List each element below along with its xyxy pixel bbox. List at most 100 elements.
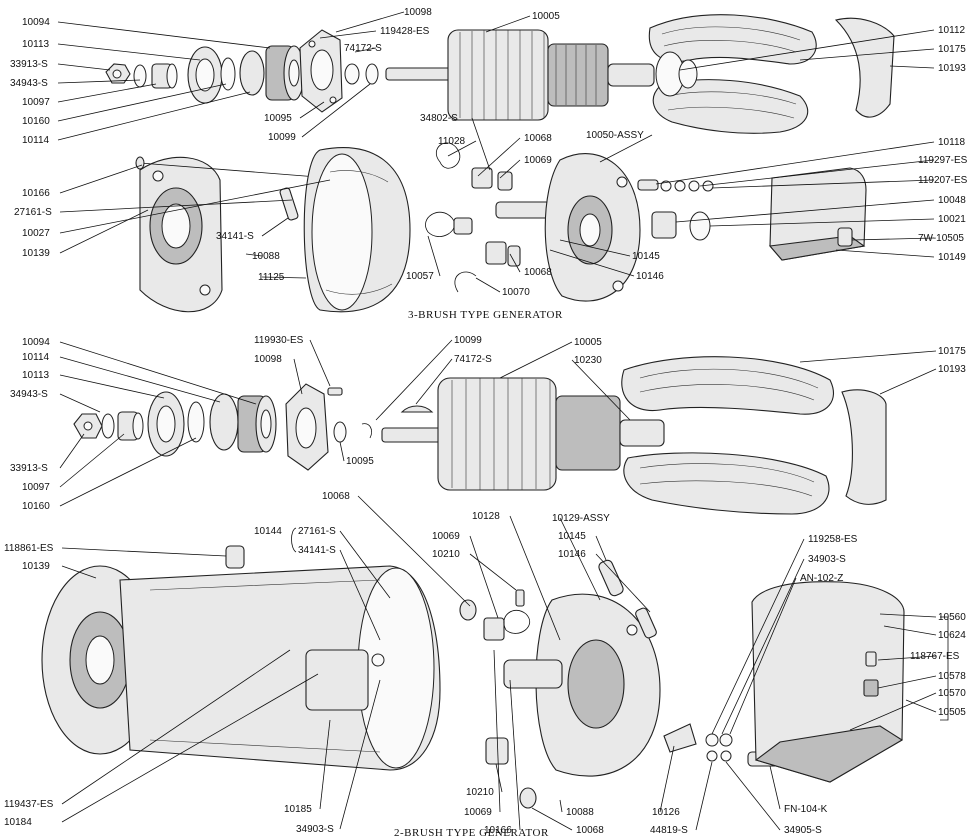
part-label: 7W-10505 (918, 233, 964, 244)
part-label: 10175 (938, 346, 966, 357)
top-cutout-relay (768, 167, 867, 261)
part-label: 10068 (524, 133, 552, 144)
three-brush-drawing (105, 14, 895, 313)
part-label: 10069 (464, 807, 492, 818)
part-label: 10048 (938, 195, 966, 206)
part-label: 10126 (652, 807, 680, 818)
part-label: 10068 (576, 825, 604, 836)
part-label: 11125 (258, 272, 285, 283)
part-label: 27161-S (298, 526, 336, 537)
top-hex-nut (105, 63, 131, 84)
part-label: 119297-ES (918, 155, 968, 166)
part-label: 10027 (22, 228, 50, 239)
part-label: 10069 (524, 155, 552, 166)
part-label: 10129-ASSY (552, 513, 610, 524)
part-label: 33913-S (10, 59, 48, 70)
bottom-bearing-retainer (285, 383, 329, 471)
part-label: 10069 (432, 531, 460, 542)
top-commutator-end-plate (139, 156, 223, 313)
part-label: 10098 (404, 7, 432, 18)
part-label: 119930-ES (254, 335, 304, 346)
part-label: 33913-S (10, 463, 48, 474)
part-label: 10175 (938, 44, 966, 55)
bottom-field-coils (621, 356, 835, 515)
part-label: 10139 (22, 248, 50, 259)
part-label: 10097 (22, 97, 50, 108)
leader-lines (57, 11, 949, 831)
part-label: 44819-S (650, 825, 688, 836)
part-label: 10128 (472, 511, 500, 522)
part-label: 10005 (574, 337, 602, 348)
part-label: 10193 (938, 364, 966, 375)
part-label: 119258-ES (808, 534, 858, 545)
top-ball-bearing (265, 45, 305, 101)
bottom-brush-end-plate (503, 593, 661, 777)
top-gasket (239, 50, 265, 96)
part-label: 74172-S (454, 354, 492, 365)
top-generator-title: 3-BRUSH TYPE GENERATOR (408, 309, 563, 321)
part-label: 118767-ES (910, 651, 960, 662)
part-label: 34943-S (10, 78, 48, 89)
part-label: 34141-S (216, 231, 254, 242)
two-brush-drawing (41, 356, 905, 809)
top-armature (385, 29, 655, 121)
part-label: 10050-ASSY (586, 130, 644, 141)
part-label: 10113 (22, 370, 50, 381)
part-label: 10145 (632, 251, 660, 262)
part-label: AN-102-Z (800, 573, 843, 584)
part-label: 10166 (484, 825, 512, 836)
part-label: 10021 (938, 214, 966, 225)
part-label: 10094 (22, 17, 50, 28)
part-label: 34903-S (296, 824, 334, 835)
part-label: 34141-S (298, 545, 336, 556)
top-felt-washer (220, 57, 236, 91)
part-label: 11028 (438, 136, 466, 147)
part-label: 10139 (22, 561, 50, 572)
part-label: 10578 (938, 671, 966, 682)
top-terminal-hardware (637, 179, 714, 241)
part-label: 10624 (938, 630, 966, 641)
part-label: 10160 (22, 501, 50, 512)
top-brush-end-assembly (495, 153, 641, 302)
part-label: 10070 (502, 287, 530, 298)
part-label: 10185 (284, 804, 312, 815)
part-label: 10193 (938, 63, 966, 74)
part-label: 10118 (938, 137, 966, 148)
part-label: 10145 (558, 531, 586, 542)
part-label: 10505 (938, 707, 966, 718)
part-label: 119428-ES (380, 26, 430, 37)
part-label: 10095 (346, 456, 374, 467)
bottom-generator-title: 2-BRUSH TYPE GENERATOR (394, 827, 549, 839)
top-lock-washer (133, 64, 147, 88)
part-label: 10560 (938, 612, 966, 623)
part-label: 119207-ES (918, 175, 968, 186)
part-label: 10094 (22, 337, 50, 348)
part-label: 10114 (22, 352, 50, 363)
part-label: 34802-S (420, 113, 458, 124)
part-label: 10098 (254, 354, 282, 365)
part-label: 10184 (4, 817, 32, 828)
part-label: 10005 (532, 11, 560, 22)
part-label: 10068 (322, 491, 350, 502)
top-bearing-retainer (299, 29, 343, 113)
part-label: 27161-S (14, 207, 52, 218)
part-label: 10095 (264, 113, 292, 124)
part-label: 10113 (22, 39, 50, 50)
top-field-coils (648, 14, 817, 134)
three-brush-part-labels: 10094 10113 33913-S 34943-S 10097 10160 … (10, 7, 968, 298)
bottom-armature (381, 377, 665, 491)
part-label: 10057 (406, 271, 434, 282)
part-label: 10097 (22, 482, 50, 493)
part-label: 10230 (574, 355, 602, 366)
part-label: 10210 (432, 549, 460, 560)
part-label: 10099 (268, 132, 296, 143)
part-label: 34943-S (10, 389, 48, 400)
part-label: 74172-S (344, 43, 382, 54)
part-label: 10099 (454, 335, 482, 346)
part-label: 10570 (938, 688, 966, 699)
part-label: 10149 (938, 252, 966, 263)
top-frame-band (303, 147, 411, 313)
top-brush-set (425, 142, 521, 293)
part-label: 10114 (22, 135, 50, 146)
